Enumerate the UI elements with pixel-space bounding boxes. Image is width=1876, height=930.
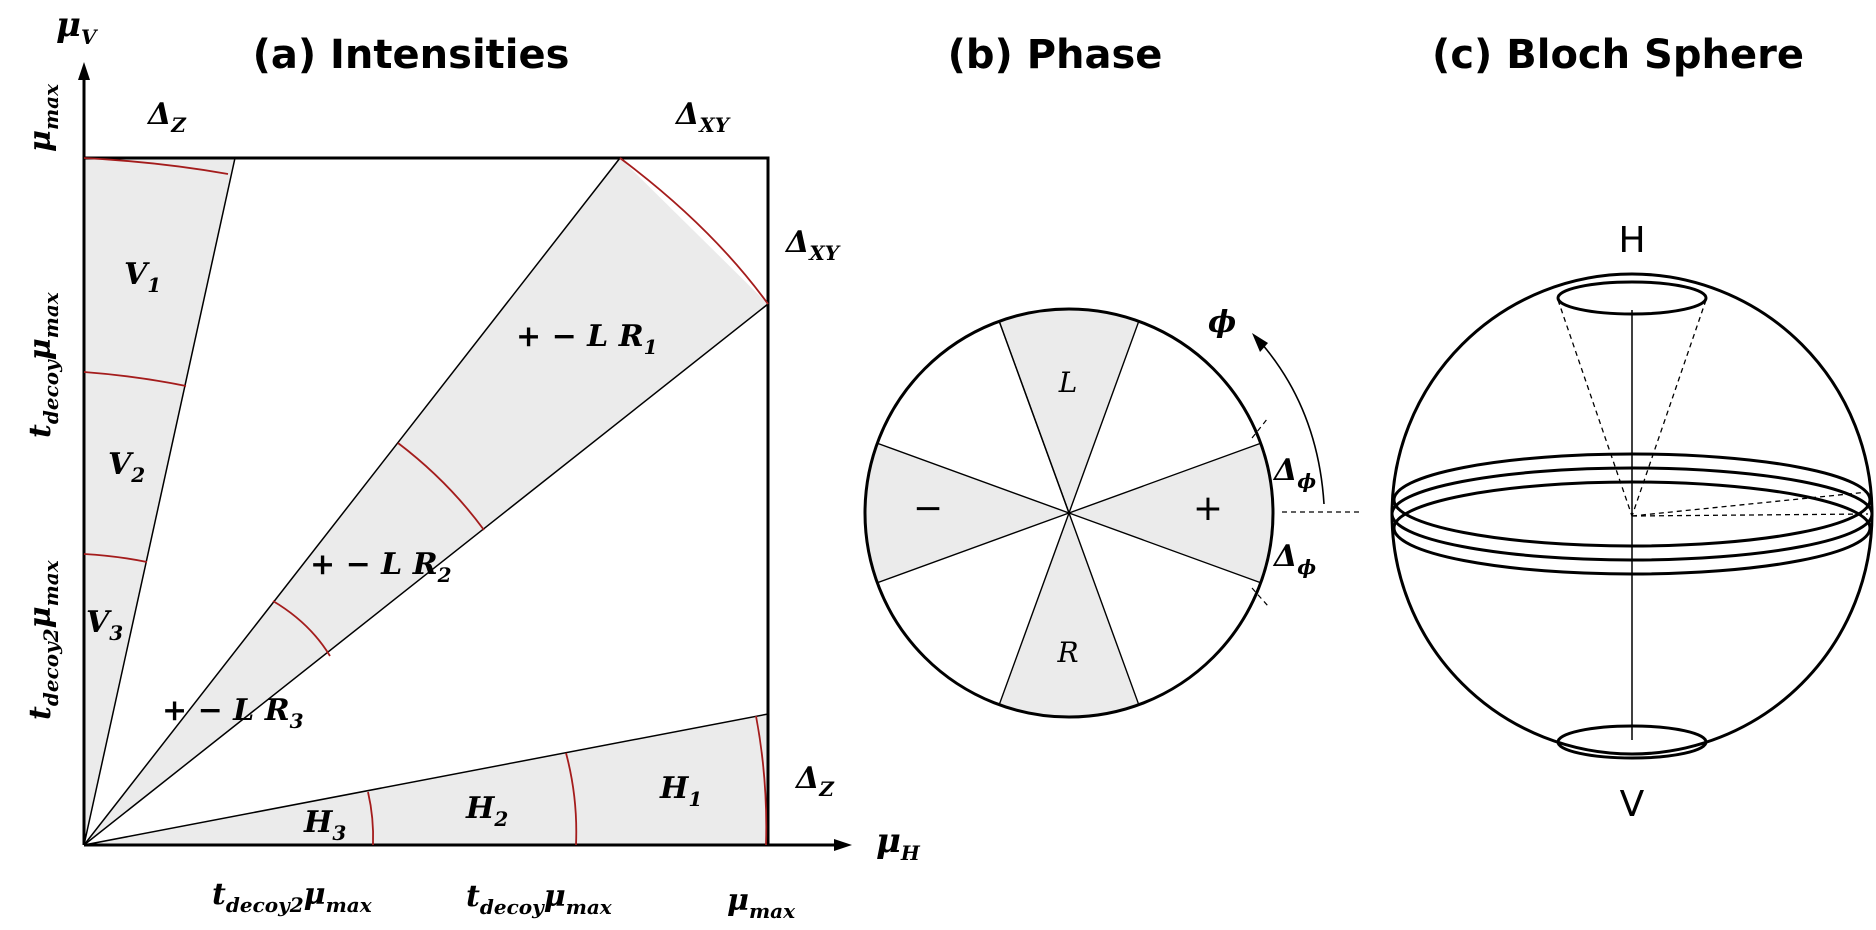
phase-circle xyxy=(863,307,1275,719)
region-r2: + − L R2 xyxy=(310,547,452,587)
arc-h2 xyxy=(565,752,578,846)
region-h2: H2 xyxy=(465,791,508,831)
equator-band-middle xyxy=(1390,466,1874,562)
phase-divider-2 xyxy=(1068,512,1261,584)
region-h1: H1 xyxy=(659,771,702,811)
sector-plus xyxy=(1069,443,1273,583)
sector-l xyxy=(999,309,1139,513)
bloch-panel: H V xyxy=(1390,220,1874,825)
x-tick-decoy2: tdecoy2μmax xyxy=(212,877,373,917)
phase-upper-dashed xyxy=(1251,417,1269,439)
sector-label-l: L xyxy=(1058,366,1078,399)
region-r1: + − L R1 xyxy=(516,319,658,359)
title-bloch-sphere: (c) Bloch Sphere xyxy=(1432,32,1804,78)
delta-z-top: ΔZ xyxy=(146,97,187,137)
arc-h3 xyxy=(367,791,375,846)
cone-right xyxy=(1631,299,1707,517)
arc-v2 xyxy=(83,371,187,387)
ray-horizontal xyxy=(83,713,769,846)
delta-phi-upper: Δϕ xyxy=(1272,453,1316,493)
y-axis-arrow xyxy=(78,62,90,80)
phi-arrow xyxy=(1261,343,1325,505)
region-h3: H3 xyxy=(303,805,346,845)
arc-h1 xyxy=(755,715,768,846)
phase-lower-dashed xyxy=(1251,587,1269,607)
sector-label-plus: + xyxy=(1193,488,1223,529)
equator-ray-upper xyxy=(1631,491,1869,517)
arc-v1 xyxy=(83,157,229,175)
delta-xy-top: ΔXY xyxy=(674,97,731,137)
ray-diagonal-lower xyxy=(83,303,769,846)
x-tick-decoy: tdecoyμmax xyxy=(466,879,613,919)
bloch-label-v: V xyxy=(1620,784,1645,825)
intensities-panel: μV μH μmax tdecoyμmax tdecoy2μmax tdecoy… xyxy=(23,5,921,923)
phase-divider-3 xyxy=(1068,512,1140,705)
y-tick-mu-max: μmax xyxy=(23,83,63,152)
arc-r2 xyxy=(397,442,485,531)
phase-divider-1 xyxy=(1068,442,1261,514)
delta-phi-lower: Δϕ xyxy=(1272,539,1316,579)
phase-divider-0 xyxy=(1068,321,1140,514)
bloch-bottom-ellipse xyxy=(1556,724,1708,760)
x-tick-mu-max: μmax xyxy=(727,883,796,923)
sector-label-minus: − xyxy=(913,488,943,529)
intensity-box xyxy=(84,156,770,845)
y-axis-label: μV xyxy=(56,5,99,49)
sector-r xyxy=(999,513,1139,717)
bloch-top-ellipse xyxy=(1556,280,1708,316)
title-phase: (b) Phase xyxy=(948,32,1163,78)
title-intensities: (a) Intensities xyxy=(253,32,570,78)
phi-label: ϕ xyxy=(1208,305,1236,340)
cone-left xyxy=(1557,299,1633,517)
phase-divider-5 xyxy=(877,512,1070,584)
x-axis-arrow xyxy=(834,839,852,851)
bloch-label-h: H xyxy=(1618,220,1645,261)
equator-band-upper xyxy=(1392,452,1872,548)
region-v1: V1 xyxy=(124,257,161,297)
phase-panel: ϕ Δϕ Δϕ L R − + xyxy=(863,305,1362,719)
delta-z-right: ΔZ xyxy=(794,761,835,801)
phase-divider-4 xyxy=(998,512,1070,705)
ray-diagonal-upper xyxy=(83,157,621,846)
equator-band-lower xyxy=(1392,480,1872,576)
phase-divider-6 xyxy=(877,442,1070,514)
phase-lines xyxy=(877,321,1261,705)
y-tick-decoy2: tdecoy2μmax xyxy=(23,559,63,720)
arc-v3 xyxy=(83,553,148,563)
sector-label-r: R xyxy=(1056,636,1078,669)
arc-r1 xyxy=(619,157,769,305)
y-tick-decoy: tdecoyμmax xyxy=(23,291,63,438)
equator-ray-lower xyxy=(1631,513,1869,517)
sector-minus xyxy=(865,443,1069,583)
arc-r3 xyxy=(272,600,331,657)
x-axis-label: μH xyxy=(876,821,921,865)
phi-arrowhead xyxy=(1252,333,1268,352)
region-r3: + − L R3 xyxy=(162,693,304,733)
phase-divider-8 xyxy=(998,321,1070,514)
region-v2: V2 xyxy=(108,447,145,487)
region-v3: V3 xyxy=(86,605,123,645)
phase-sectors xyxy=(865,309,1273,717)
delta-xy-right: ΔXY xyxy=(784,225,841,265)
ray-vertical xyxy=(83,157,236,846)
diagonal-wedge xyxy=(84,158,768,845)
